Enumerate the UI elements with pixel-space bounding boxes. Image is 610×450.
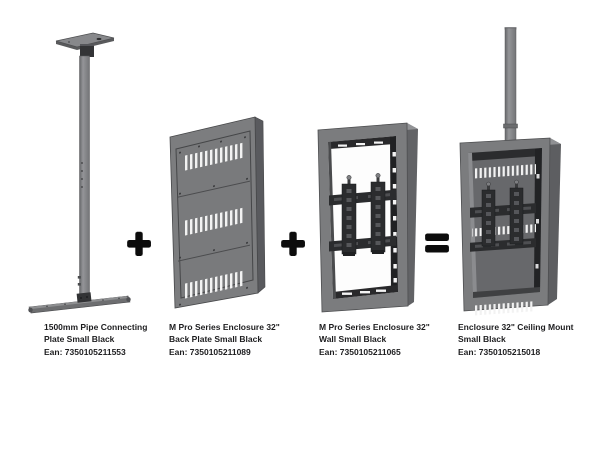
ceiling-pipe <box>503 27 518 145</box>
plus-icon: + <box>280 220 306 267</box>
connecting-plate-bar <box>28 292 131 314</box>
product-ean: Ean: 7350105211065 <box>319 346 401 357</box>
vent-slots-top <box>183 142 243 172</box>
product-name-line2: Plate Small Black <box>44 333 115 344</box>
caption-ceiling-mount-enclosure: Enclosure 32" Ceiling Mount Small Black … <box>458 322 588 358</box>
frame-vent-slots <box>338 141 397 295</box>
pipe-adjustment-holes <box>81 162 83 188</box>
ceiling-mount-enclosure-image <box>459 27 561 316</box>
product-ean: Ean: 7350105211089 <box>169 346 251 357</box>
product-ean: Ean: 7350105215018 <box>458 346 541 357</box>
vent-slots-middle <box>183 207 243 237</box>
caption-wall-enclosure: M Pro Series Enclosure 32" Wall Small Bl… <box>319 322 441 358</box>
caption-pipe-connecting-plate: 1500mm Pipe Connecting Plate Small Black… <box>44 322 169 358</box>
plus-icon: + <box>126 220 152 267</box>
product-name-line2: Wall Small Black <box>319 333 387 344</box>
pipe <box>79 55 90 304</box>
product-name-line2: Small Black <box>458 333 506 344</box>
vesa-bracket <box>470 179 536 252</box>
equals-icon: = <box>424 219 450 266</box>
product-name-line1: Enclosure 32" Ceiling Mount <box>458 322 574 332</box>
back-plate-image <box>169 116 266 309</box>
ceiling-plate <box>55 32 115 50</box>
product-name-line1: M Pro Series Enclosure 32" <box>319 322 430 332</box>
pipe-connecting-plate-image <box>28 32 131 314</box>
wall-enclosure-image <box>317 122 418 313</box>
product-name-line1: 1500mm Pipe Connecting <box>44 322 148 332</box>
vent-slots-bottom <box>183 270 243 300</box>
pipe-joint <box>80 44 94 57</box>
product-name-line1: M Pro Series Enclosure 32" <box>169 322 280 332</box>
installed-back-plate <box>468 148 542 298</box>
vesa-bracket <box>329 173 396 256</box>
product-name-line2: Back Plate Small Black <box>169 333 263 344</box>
back-plate-details <box>178 136 250 306</box>
product-ean: Ean: 7350105211553 <box>44 346 126 357</box>
caption-back-plate: M Pro Series Enclosure 32" Back Plate Sm… <box>169 322 291 358</box>
